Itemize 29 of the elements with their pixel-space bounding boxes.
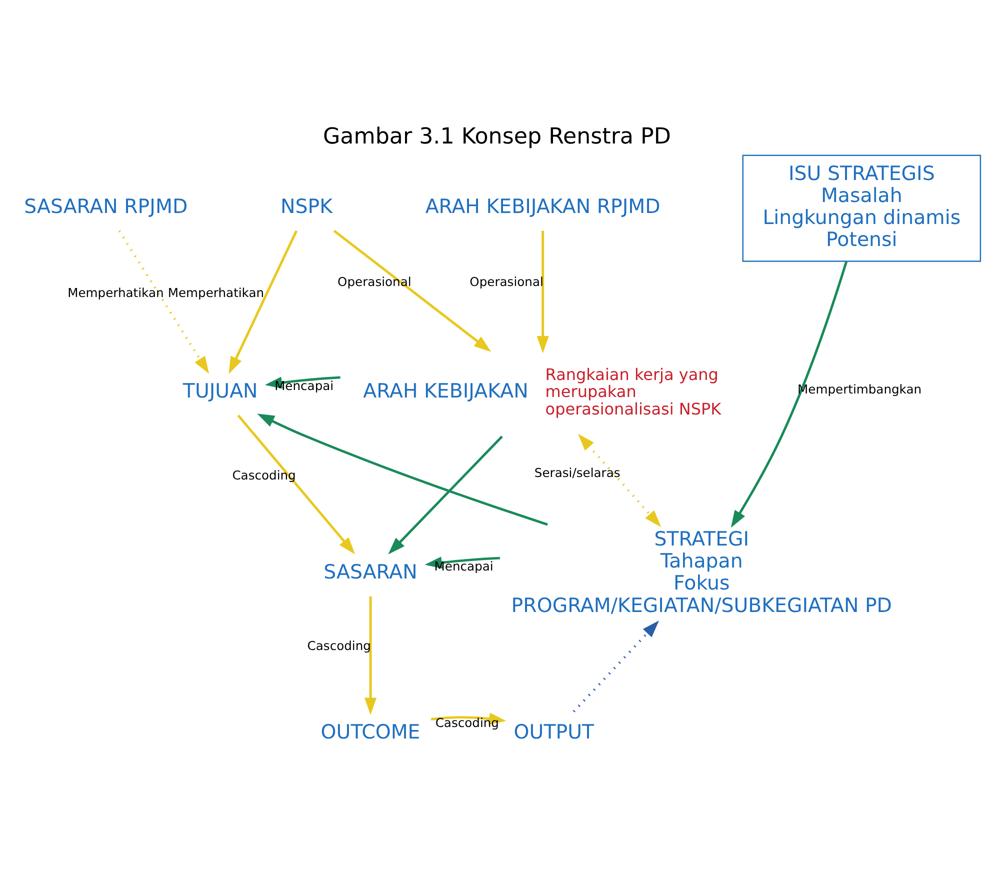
- arrow: [572, 620, 660, 712]
- arrow: [578, 434, 662, 528]
- node-box: ISU STRATEGIS Masalah Lingkungan dinamis Potensi: [742, 154, 982, 262]
- node-label: Rangkaian kerja yang merupakan operasionalisasi NSPK: [545, 364, 722, 418]
- edge-label: Mencapai: [434, 559, 494, 574]
- node-text: OUTPUT: [514, 720, 594, 744]
- arrow: [257, 414, 548, 526]
- arrow: [228, 230, 298, 374]
- arrow: [730, 261, 848, 528]
- arrow: [536, 230, 549, 354]
- node-text: SASARAN: [324, 560, 418, 584]
- edge-label: Mencapai: [274, 379, 334, 394]
- diagram-title: Gambar 3.1 Konsep Renstra PD: [323, 124, 671, 150]
- node-text: STRATEGI Tahapan Fokus PROGRAM/KEGIATAN/SUBKEGIATAN PD: [511, 527, 892, 617]
- edge-label: Cascoding: [435, 716, 499, 730]
- node-text: SASARAN RPJMD: [24, 194, 188, 218]
- edge-label: Memperhatikan: [68, 286, 164, 300]
- node-text: ARAH KEBIJAKAN RPJMD: [425, 194, 660, 218]
- arrow: [237, 414, 356, 554]
- arrow: [388, 436, 503, 554]
- arrow: [364, 596, 377, 715]
- node-text: NSPK: [280, 194, 333, 218]
- edge-label: Serasi/selaras: [534, 466, 620, 480]
- arrow: [118, 230, 210, 374]
- node-text: OUTCOME: [320, 720, 420, 744]
- arrow: [333, 230, 492, 352]
- node-text: TUJUAN: [182, 380, 258, 403]
- edge-label: Memperhatikan: [168, 286, 264, 300]
- node-text: ARAH KEBIJAKAN: [363, 380, 528, 403]
